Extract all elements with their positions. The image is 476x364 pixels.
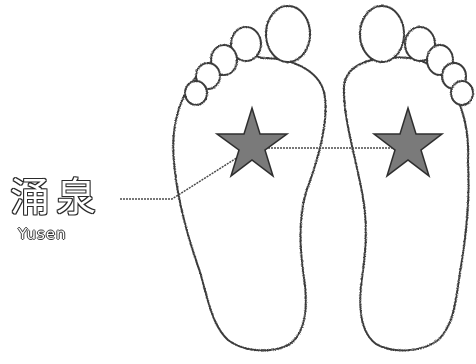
left-toe-5 bbox=[185, 81, 207, 105]
right-toe-5 bbox=[451, 81, 473, 105]
left-foot bbox=[173, 6, 325, 350]
acupoint-name-english: Yusen bbox=[18, 225, 67, 243]
left-big-toe bbox=[266, 6, 310, 62]
right-sole bbox=[344, 58, 469, 351]
right-big-toe bbox=[360, 6, 404, 62]
right-foot bbox=[344, 6, 473, 350]
acupoint-name-chinese: 涌泉 bbox=[10, 165, 102, 223]
